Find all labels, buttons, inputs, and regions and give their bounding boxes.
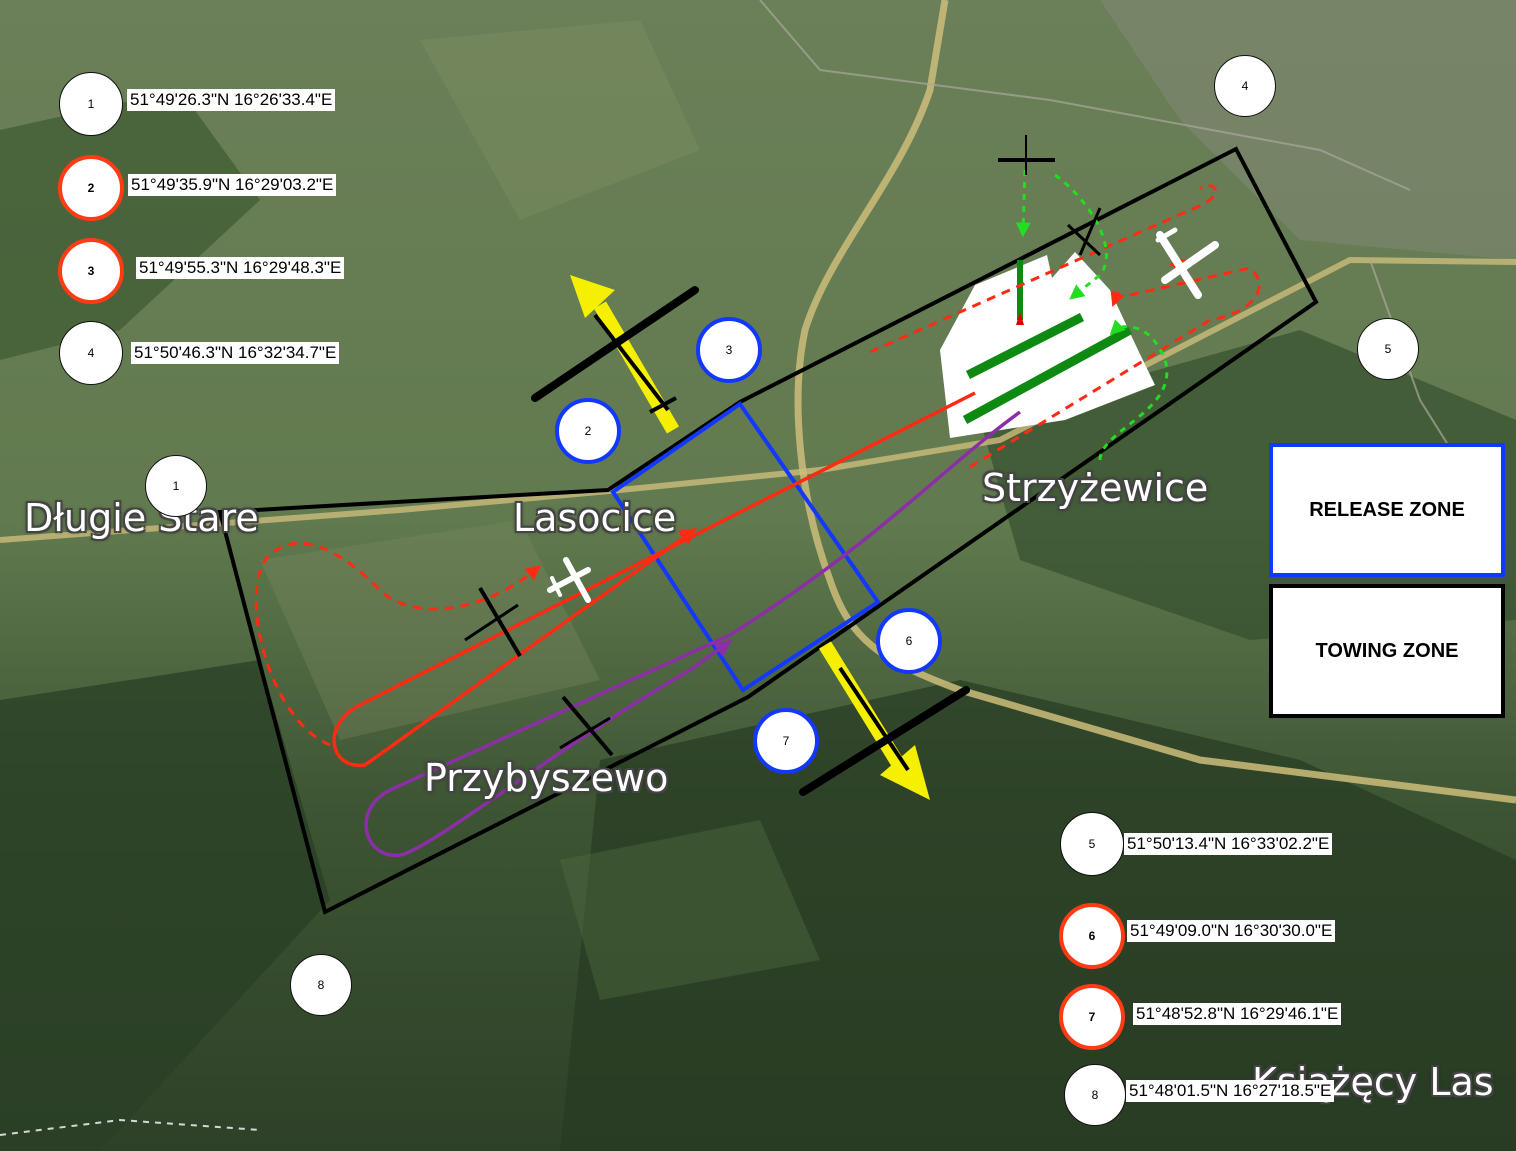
glider-icon-south <box>799 666 970 796</box>
waypoint-coordinate-2: 51°49'35.9"N 16°29'03.2"E <box>128 174 337 196</box>
tow-plane-icon-east <box>1155 227 1219 299</box>
glider-icon-west <box>464 586 522 658</box>
landing-route-east <box>1054 173 1108 300</box>
glider-route <box>364 410 1022 857</box>
map-marker-6[interactable]: 6 <box>876 608 942 674</box>
waypoint-list-marker-4: 4 <box>59 321 123 385</box>
map-marker-1[interactable]: 1 <box>145 455 207 517</box>
glider-direction-arrow-south <box>819 641 930 800</box>
waypoint-list-marker-3: 3 <box>58 238 124 304</box>
waypoint-list-marker-2: 2 <box>58 155 124 221</box>
waypoint-coordinate-8: 51°48'01.5"N 16°27'18.5"E <box>1126 1080 1335 1102</box>
glider-icon-north <box>531 286 699 414</box>
waypoint-coordinate-1: 51°49'26.3"N 16°26'33.4"E <box>127 89 336 111</box>
glider-icon-airfield-east <box>1066 207 1102 257</box>
map-marker-5[interactable]: 5 <box>1357 318 1419 380</box>
towing-zone-boundary <box>217 146 1319 915</box>
waypoint-coordinate-5: 51°50'13.4"N 16°33'02.2"E <box>1124 833 1333 855</box>
waypoint-coordinate-4: 51°50'46.3"N 16°32'34.7"E <box>131 342 340 364</box>
place-label-przybyszewo: Przybyszewo <box>424 756 669 800</box>
waypoint-coordinate-7: 51°48'52.8"N 16°29'46.1"E <box>1133 1003 1342 1025</box>
waypoint-list-marker-8: 8 <box>1064 1064 1126 1126</box>
waypoint-coordinate-6: 51°49'09.0"N 16°30'30.0"E <box>1127 920 1336 942</box>
legend-towing-zone: TOWING ZONE <box>1275 590 1499 712</box>
waypoint-coordinate-3: 51°49'55.3"N 16°29'48.3"E <box>136 257 345 279</box>
place-label-lasocice: Lasocice <box>513 496 677 540</box>
release-zone-boundary <box>610 401 881 693</box>
landing-route-north <box>1015 169 1031 238</box>
waypoint-list-marker-7: 7 <box>1059 984 1125 1050</box>
place-label-strzyzewice: Strzyżewice <box>982 466 1209 510</box>
runway-north <box>965 312 1085 380</box>
glider-icon-south-west <box>559 695 614 757</box>
waypoint-list-marker-1: 1 <box>59 72 123 136</box>
tow-plane-icon-west <box>547 557 591 603</box>
map-marker-2[interactable]: 2 <box>555 398 621 464</box>
map-marker-4[interactable]: 4 <box>1214 55 1276 117</box>
tow-route-solid <box>332 391 976 768</box>
tow-route-dashed-east <box>869 184 1261 472</box>
runway-south <box>962 326 1133 424</box>
waypoint-list-marker-6: 6 <box>1059 903 1125 969</box>
legend-release-zone: RELEASE ZONE <box>1275 449 1499 571</box>
landing-route-south <box>1098 319 1169 461</box>
map-marker-7[interactable]: 7 <box>753 708 819 774</box>
place-label-dlugie-stare: Długie Stare <box>24 496 259 540</box>
map-marker-8[interactable]: 8 <box>290 954 352 1016</box>
tow-arrow-east-2 <box>1110 290 1125 308</box>
glider-icon-airfield-north <box>998 135 1055 175</box>
map-marker-3[interactable]: 3 <box>696 317 762 383</box>
tow-route-dashed-west <box>254 541 541 747</box>
waypoint-list-marker-5: 5 <box>1060 812 1124 876</box>
